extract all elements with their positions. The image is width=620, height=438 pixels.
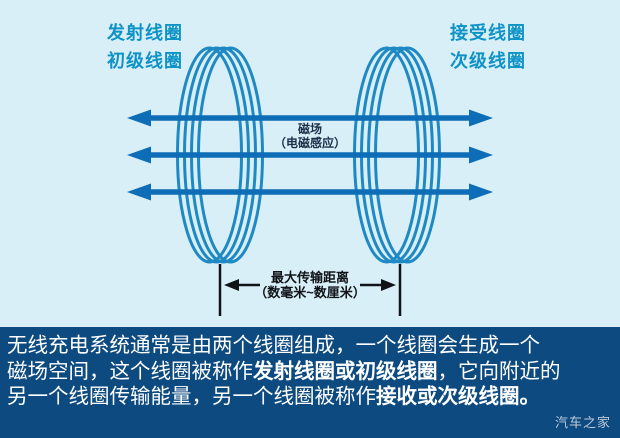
receive-coil-label-line1: 接受线圈 <box>450 23 526 43</box>
caption-panel: 无线充电系统通常是由两个线圈组成，一个线圈会生成一个 磁场空间，这个线圈被称作发… <box>0 327 620 438</box>
autohome-watermark: 汽车之家 <box>554 415 611 430</box>
coil-diagram: 发射线圈 初级线圈 接受线圈 次级线圈 磁场 （电磁感应） 最大传输距离 （数毫… <box>95 19 538 316</box>
transmit-coil-label-line2: 初级线圈 <box>107 51 183 71</box>
caption-line-2-bold: 发射线圈或初级线圈 <box>253 359 438 383</box>
caption-line-2-tail: ，它向附近的 <box>437 359 561 383</box>
transmit-coil-label-line1: 发射线圈 <box>107 23 183 43</box>
receive-coil-label: 接受线圈 次级线圈 <box>438 19 538 75</box>
distance-dimension <box>218 264 402 316</box>
receive-coil-label-line2: 次级线圈 <box>450 51 526 71</box>
caption-line-3-bold: 接收或次级线圈。 <box>376 385 540 408</box>
coil-diagram-graphics <box>127 46 493 316</box>
field-line-arrow-bottom <box>127 183 493 201</box>
caption-line-2: 磁场空间，这个线圈被称作发射线圈或初级线圈，它向附近的 <box>7 359 614 385</box>
dimension-arrow-right <box>360 279 396 291</box>
magnetic-field-label: 磁场 （电磁感应） <box>240 122 380 150</box>
caption-line-3-text: 另一个线圈传输能量，另一个线圈被称作 <box>7 385 376 408</box>
transmit-coil-label: 发射线圈 初级线圈 <box>95 19 195 75</box>
field-line-arrows <box>127 109 493 201</box>
caption-line-2-text: 磁场空间，这个线圈被称作 <box>7 359 253 383</box>
distance-label-line1: 最大传输距离 <box>270 270 349 285</box>
magnetic-field-label-line2: （电磁感应） <box>273 136 346 150</box>
dimension-arrow-left <box>224 279 260 291</box>
caption-line-1-text: 无线充电系统通常是由两个线圈组成，一个线圈会生成一个 <box>7 334 540 357</box>
caption-line-1: 无线充电系统通常是由两个线圈组成，一个线圈会生成一个 <box>7 333 614 359</box>
field-line-arrow-top <box>127 109 493 127</box>
distance-label-line2: （数毫米~数厘米） <box>254 284 366 300</box>
magnetic-field-label-line1: 磁场 <box>297 122 322 136</box>
caption-line-3: 另一个线圈传输能量，另一个线圈被称作接收或次级线圈。 <box>7 384 614 410</box>
distance-label: 最大传输距离 （数毫米~数厘米） <box>240 270 380 300</box>
field-line-arrow-middle <box>127 146 493 164</box>
